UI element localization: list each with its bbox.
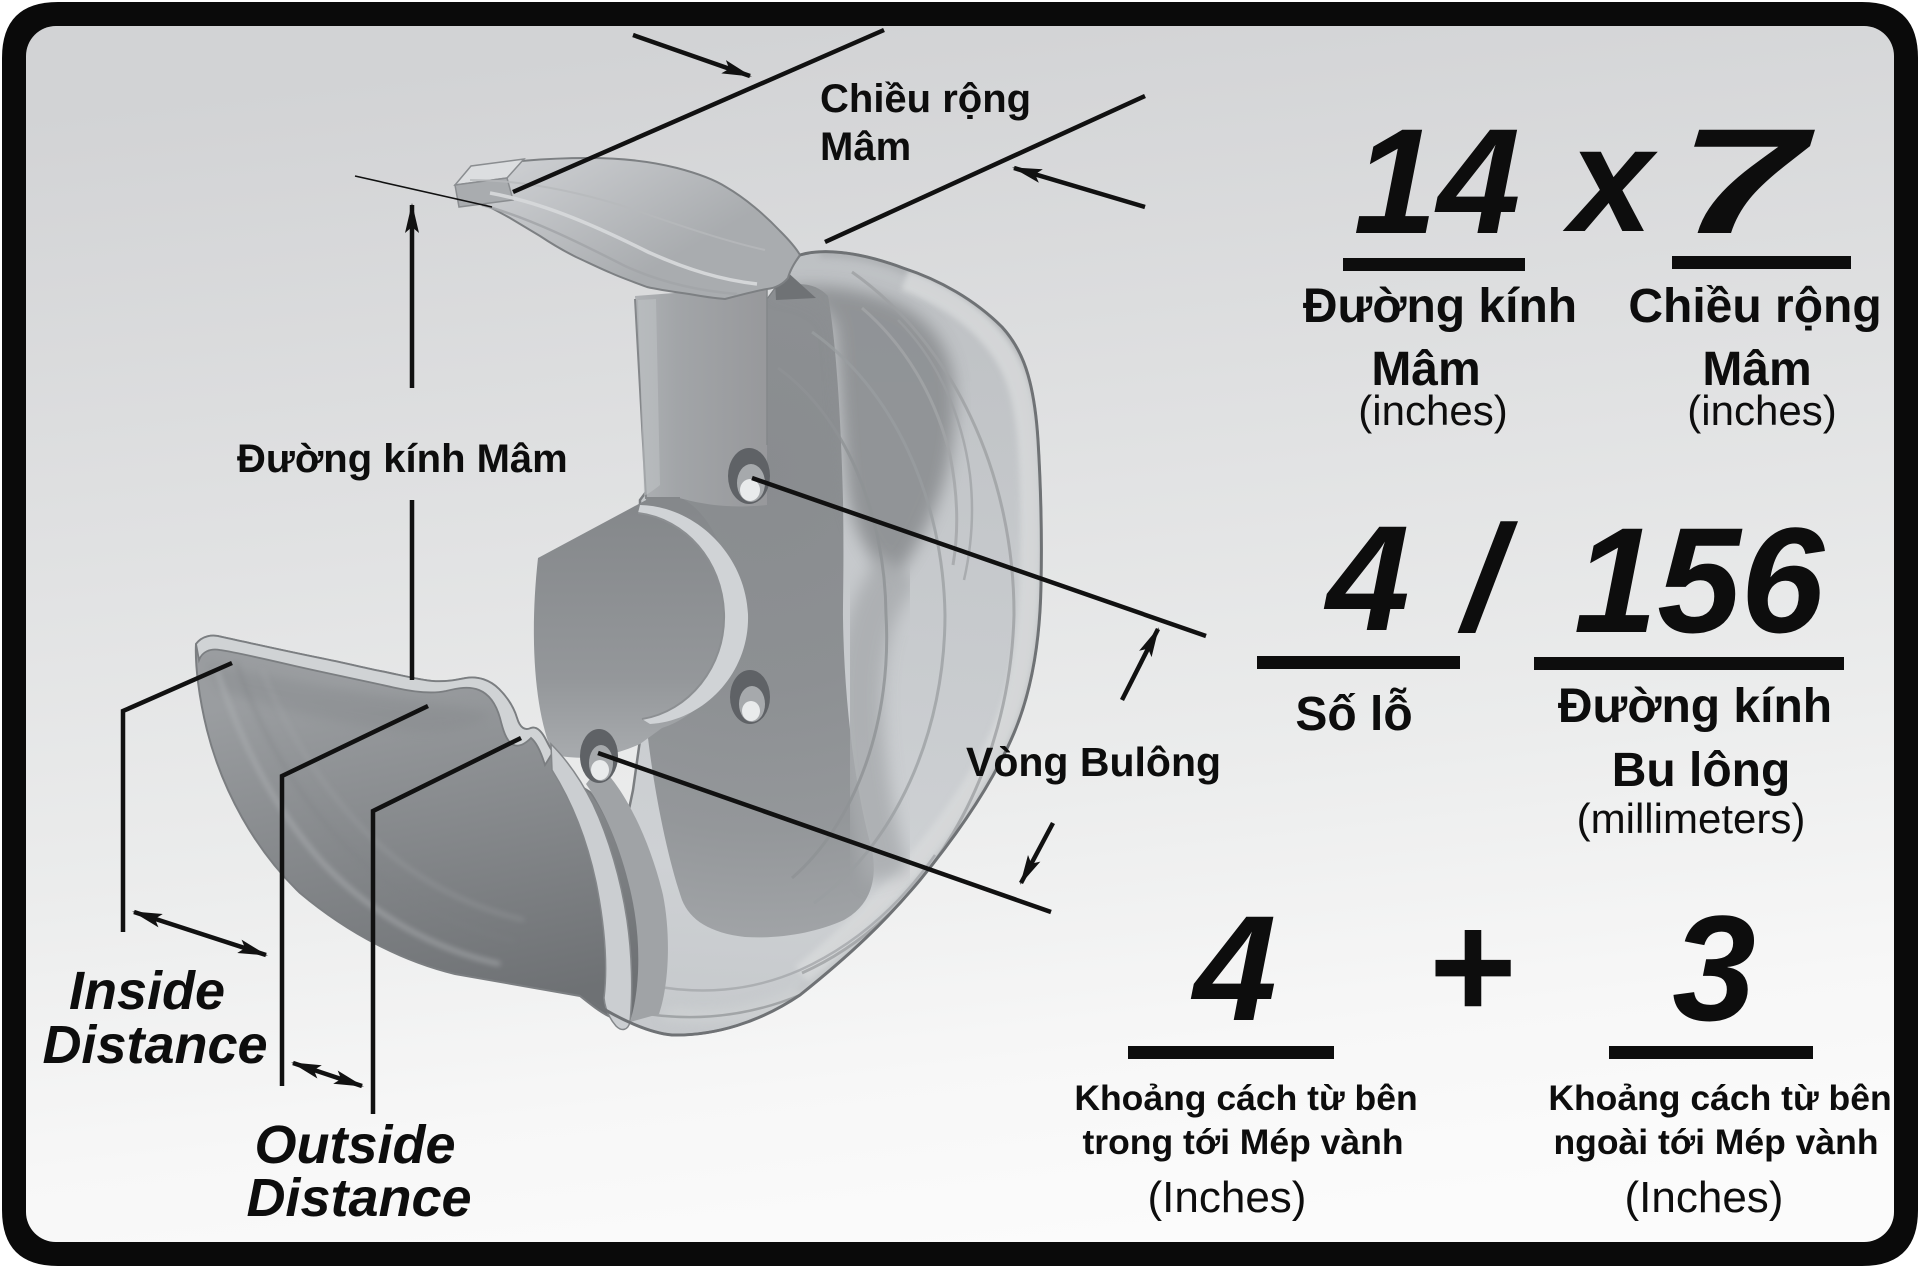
svg-text:(Inches): (Inches)	[1625, 1173, 1784, 1222]
svg-text:trong tới Mép vành: trong tới Mép vành	[1082, 1122, 1403, 1162]
svg-text:Outside: Outside	[254, 1115, 455, 1175]
svg-text:x: x	[1562, 95, 1658, 263]
svg-text:+: +	[1429, 882, 1517, 1050]
svg-text:Chiều rộng: Chiều rộng	[1628, 280, 1881, 333]
svg-text:14: 14	[1354, 97, 1521, 265]
svg-text:Khoảng cách từ bên: Khoảng cách từ bên	[1074, 1078, 1417, 1118]
svg-text:Mâm: Mâm	[1371, 343, 1480, 396]
svg-text:4: 4	[1190, 884, 1276, 1052]
svg-text:Mâm: Mâm	[820, 125, 911, 169]
svg-text:Bu lông: Bu lông	[1612, 744, 1791, 797]
svg-text:(Inches): (Inches)	[1148, 1173, 1307, 1222]
svg-text:Distance: Distance	[42, 1015, 267, 1075]
svg-text:4: 4	[1323, 494, 1409, 662]
svg-text:Chiều rộng: Chiều rộng	[820, 77, 1031, 121]
svg-text:Đường kính: Đường kính	[1303, 280, 1577, 333]
svg-text:Khoảng cách từ bên: Khoảng cách từ bên	[1548, 1078, 1891, 1118]
svg-text:(millimeters): (millimeters)	[1577, 795, 1806, 842]
svg-text:(inches): (inches)	[1687, 387, 1836, 434]
svg-text:Inside: Inside	[69, 961, 225, 1021]
svg-text:Distance: Distance	[246, 1168, 471, 1228]
svg-text:Đường kính: Đường kính	[1558, 680, 1832, 733]
svg-text:Vòng Bulông: Vòng Bulông	[966, 739, 1221, 785]
svg-text:Số lỗ: Số lỗ	[1295, 687, 1412, 741]
svg-text:ngoài tới Mép vành: ngoài tới Mép vành	[1553, 1122, 1878, 1162]
svg-text:3: 3	[1672, 884, 1755, 1052]
svg-text:Mâm: Mâm	[1702, 343, 1811, 396]
svg-text:Đường kính Mâm: Đường kính Mâm	[237, 437, 568, 481]
svg-text:156: 156	[1574, 496, 1826, 664]
svg-text:7: 7	[1678, 97, 1816, 265]
svg-text:(inches): (inches)	[1358, 387, 1507, 434]
